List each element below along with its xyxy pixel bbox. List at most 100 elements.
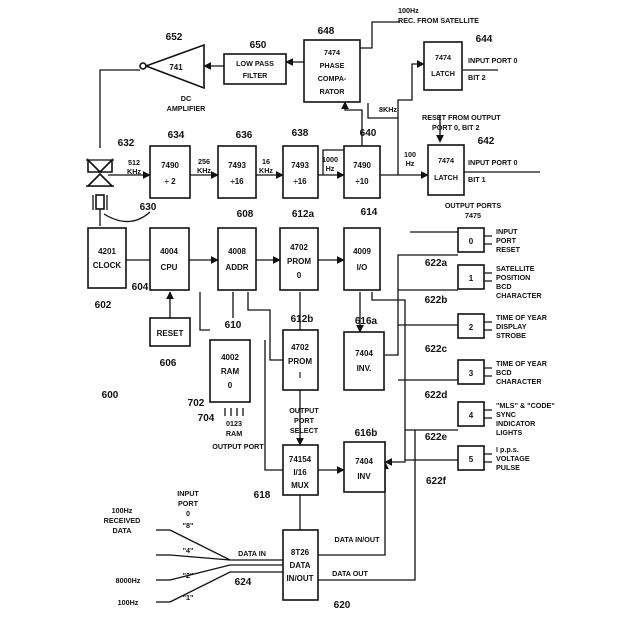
output-port-box <box>457 264 485 290</box>
inv1-ref: 616a <box>355 316 378 327</box>
output-port-desc: CHARACTER <box>496 291 542 300</box>
input-line-label: "8" <box>183 521 194 530</box>
div16b-line-1: 7493 <box>291 161 309 170</box>
reset-from-1: RESET FROM OUTPUT <box>422 113 501 122</box>
output-port-number: 3 <box>469 369 474 378</box>
data-line-2: DATA <box>289 561 310 570</box>
clock-ref: 602 <box>95 300 112 311</box>
ram-line-3: 0 <box>228 381 233 390</box>
ram-line-2: RAM <box>221 367 240 376</box>
freq-1000-b: Hz <box>326 164 335 173</box>
addr-ref: 608 <box>237 209 254 220</box>
figure-number: 600 <box>102 390 119 401</box>
prom1-block: 4702 PROM I 612b OUTPUT PORT SELECT <box>282 314 319 435</box>
phase-line-2: PHASE <box>320 61 345 70</box>
amp-caption-1: DC <box>181 94 191 103</box>
prom0-line-1: 4702 <box>290 243 308 252</box>
mux-line-2: I/16 <box>293 468 307 477</box>
reset-line-1: RESET <box>157 329 184 338</box>
received-1: 100Hz <box>112 506 133 515</box>
output-port-number: 5 <box>469 455 474 464</box>
output-port-ref: 622b <box>425 295 448 306</box>
prom0-block: 4702 PROM 0 612a <box>279 209 319 291</box>
crystal-network: 632 630 <box>86 138 157 213</box>
freq-16-b: KHz <box>259 166 273 175</box>
output-port-wire <box>484 409 492 419</box>
phase-line-1: 7474 <box>324 48 340 57</box>
ram-ref-704: 704 <box>198 413 215 424</box>
output-port-desc: TIME OF YEAR <box>496 313 548 322</box>
output-port-desc: BCD <box>496 368 512 377</box>
lpf-line-2: FILTER <box>243 71 268 80</box>
cpu-line-1: 4004 <box>160 247 178 256</box>
phase-ref: 648 <box>318 26 335 37</box>
input-line: "4" <box>156 546 193 556</box>
input-line: "2" 8000Hz <box>116 571 194 585</box>
io-ref: 614 <box>361 207 378 218</box>
xtal-ref-b: 630 <box>140 202 157 213</box>
mux-line-1: 74154 <box>289 455 312 464</box>
sat-line-1: 100Hz <box>398 6 419 15</box>
output-port-number: 1 <box>469 274 474 283</box>
output-port-desc: PORT <box>496 236 517 245</box>
output-port-box <box>457 313 485 339</box>
cpu-ref: 604 <box>132 282 149 293</box>
latch2-line-1: 7474 <box>435 53 451 62</box>
divide-by-16-b: 7493 ÷16 638 <box>282 128 319 199</box>
received-2: RECEIVED <box>104 516 141 525</box>
prom1-line-1: 4702 <box>291 343 309 352</box>
output-port-desc: TIME OF YEAR <box>496 359 548 368</box>
annotations: 100Hz REC. FROM SATELLITE RESET FROM OUT… <box>102 6 502 588</box>
input-line-label: "1" <box>183 593 194 602</box>
output-port-ref: 622a <box>425 258 448 269</box>
ops-line-1: OUTPUT <box>289 406 319 415</box>
div16a-line-1: 7493 <box>228 161 246 170</box>
freq-256-a: 256 <box>198 157 210 166</box>
divide-by-16-a: 7493 ÷16 636 <box>217 130 257 199</box>
output-port-desc: DISPLAY <box>496 322 527 331</box>
io-line-2: I/O <box>357 263 368 272</box>
input-line-freq: 100Hz <box>118 598 139 607</box>
prom1-line-2: PROM <box>288 357 312 366</box>
output-port-ref: 622e <box>425 432 448 443</box>
mux-ref: 618 <box>254 490 271 501</box>
latch1-ref: 642 <box>478 136 495 147</box>
ram-port-caption: OUTPUT PORT <box>212 442 264 451</box>
ram-ref: 610 <box>225 320 242 331</box>
latch1-bit: BIT 1 <box>468 175 486 184</box>
output-port-desc: CHARACTER <box>496 377 542 386</box>
input-port-2: PORT <box>178 499 199 508</box>
amp-caption-2: AMPLIFIER <box>167 104 207 113</box>
output-port-box <box>457 401 485 427</box>
inv1-line-1: 7404 <box>355 349 373 358</box>
output-port-desc: INDICATOR <box>496 419 536 428</box>
latch-bit2: 7474 LATCH 644 INPUT PORT 0 BIT 2 <box>423 34 518 91</box>
ops-line-2: PORT <box>294 416 315 425</box>
input-data-lines: "8" "4" "2" 8000Hz "1" 100Hz <box>116 521 194 607</box>
output-port-number: 2 <box>469 323 474 332</box>
data-in-ref: 624 <box>235 577 252 588</box>
ram-port-label: RAM <box>226 429 242 438</box>
input-line-label: "2" <box>183 571 194 580</box>
data-in-out-label: DATA IN/OUT <box>335 535 381 544</box>
inv1-line-2: INV. <box>357 364 372 373</box>
latch-bit1: 7474 LATCH 642 INPUT PORT 0 BIT 1 <box>427 136 518 196</box>
div16a-ref: 636 <box>236 130 253 141</box>
input-line-freq: 8000Hz <box>116 576 141 585</box>
output-port-number: 4 <box>469 411 474 420</box>
output-port-ref: 622c <box>425 344 448 355</box>
div2-line-1: 7490 <box>161 161 179 170</box>
phase-line-3: COMPA- <box>318 74 347 83</box>
output-port-desc: I p.p.s. <box>496 445 519 454</box>
addr-line-2: ADDR <box>225 263 248 272</box>
output-port-desc: LIGHTS <box>496 428 523 437</box>
freq-16-a: 16 <box>262 157 270 166</box>
mux-line-3: MUX <box>291 481 309 490</box>
output-port-desc: BCD <box>496 282 512 291</box>
divide-by-2: 7490 ÷ 2 634 <box>149 130 191 199</box>
ram-ref-702: 702 <box>188 398 205 409</box>
